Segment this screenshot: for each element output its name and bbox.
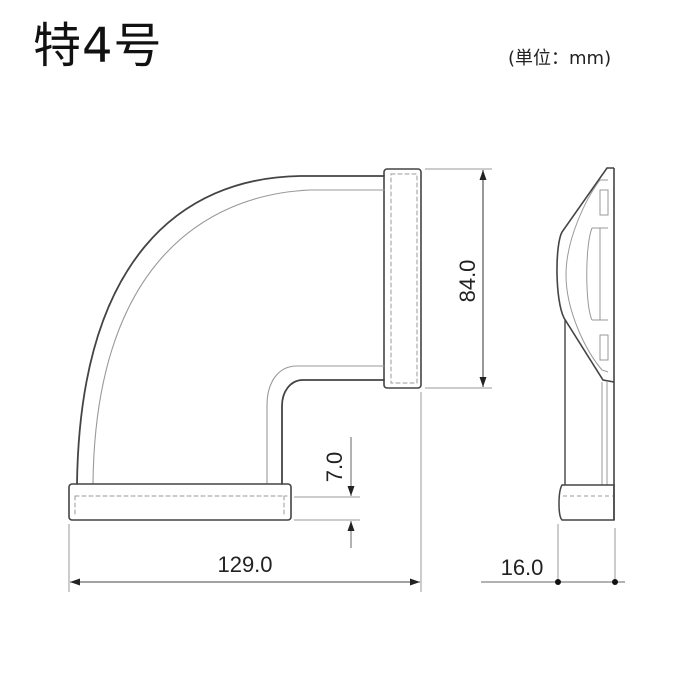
right-flange-hidden (390, 173, 418, 384)
dimension-height-label: 84.0 (455, 260, 480, 303)
bottom-flange (68, 483, 292, 521)
right-flange (383, 168, 422, 389)
front-view (68, 168, 422, 521)
page-title: 特4号 (33, 18, 163, 74)
inner-bend-secondary (266, 365, 385, 485)
dimension-flange: 7.0 (294, 437, 360, 548)
dimension-depth-label: 16.0 (501, 555, 544, 580)
dimension-depth: 16.0 (481, 524, 625, 585)
inner-bend (281, 379, 385, 485)
dimension-width: 129.0 (68, 392, 422, 592)
dimension-flange-label: 7.0 (322, 452, 347, 483)
dimension-width-label: 129.0 (217, 552, 272, 577)
side-bottom-flange (558, 484, 615, 521)
dimension-height: 84.0 (425, 168, 492, 389)
unit-label: (単位：mm) (508, 48, 612, 69)
outer-curve-inner (92, 189, 385, 485)
side-view (556, 167, 615, 521)
side-outer-profile (556, 167, 615, 383)
side-inner-profile (565, 179, 609, 373)
outer-curve (76, 175, 385, 485)
